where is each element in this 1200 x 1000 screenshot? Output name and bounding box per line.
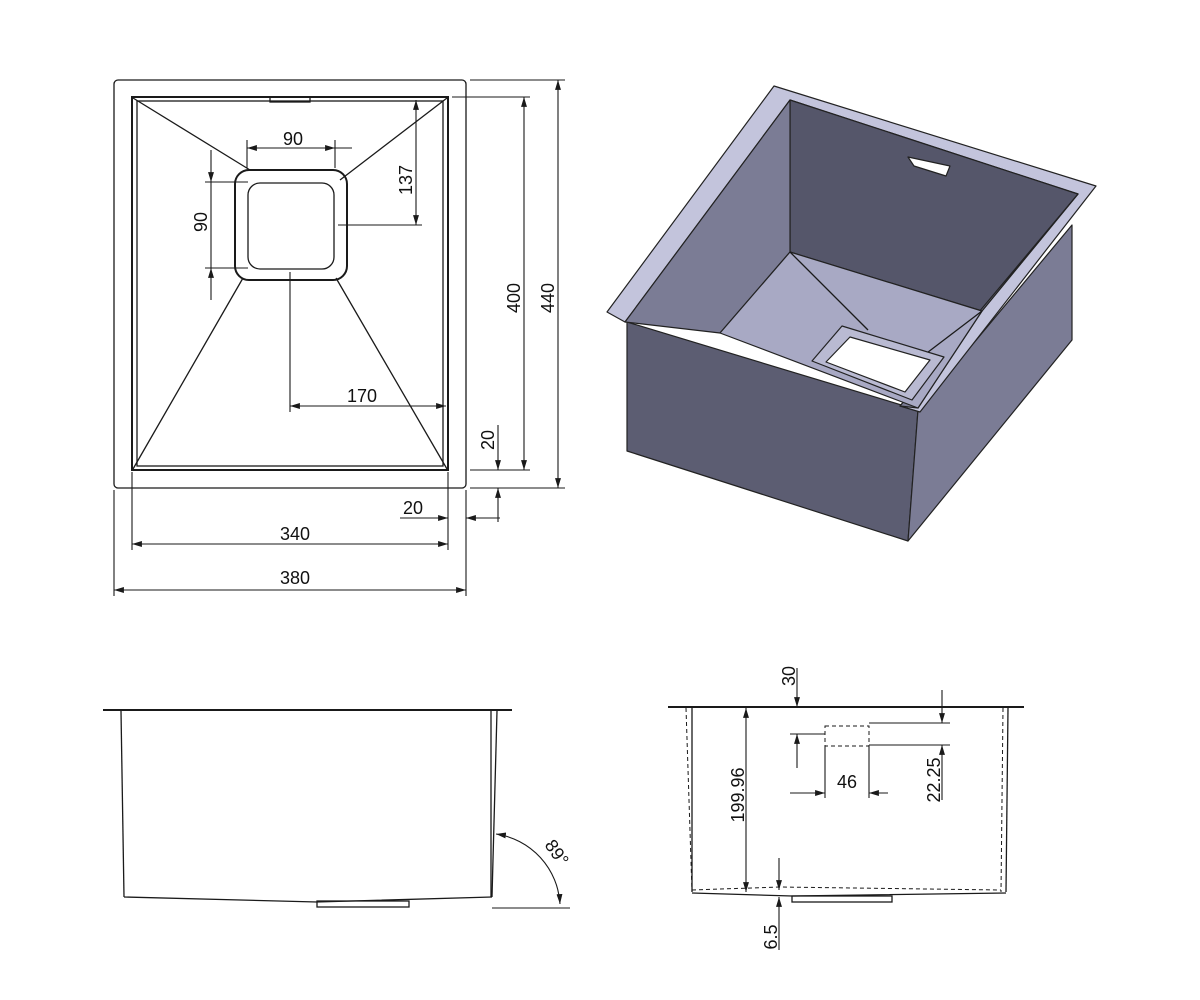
end-overflow-slot xyxy=(824,725,870,747)
iso-outer-right xyxy=(907,224,1073,542)
end-view: 199.96 30 46 22.25 6.5 xyxy=(668,666,1024,950)
isometric-view xyxy=(606,85,1097,542)
dim-bowl-length: 400 xyxy=(504,283,524,313)
slope-line-bl xyxy=(132,277,244,470)
iso-waste-inner xyxy=(825,336,931,393)
dim-overall-length: 440 xyxy=(538,283,558,313)
iso-overflow-slot xyxy=(907,156,951,177)
outer-flange-outline xyxy=(113,79,467,489)
dim-overflow-top: 30 xyxy=(779,666,799,686)
slope-line-tr xyxy=(339,97,448,181)
dim-flange-end: 20 xyxy=(478,430,498,450)
dim-bowl-width: 340 xyxy=(280,524,310,544)
dim-overflow-drop: 22.25 xyxy=(924,757,944,802)
top-view: 90 90 137 170 400 440 20 20 xyxy=(113,79,565,596)
waste-inner xyxy=(247,182,335,270)
slope-line-tl xyxy=(132,97,251,171)
bowl-inner-outline xyxy=(136,100,444,467)
dim-waste-width: 90 xyxy=(283,129,303,149)
slope-line-br xyxy=(335,277,448,470)
dim-waste-offset-top: 137 xyxy=(396,165,416,195)
dim-waste-offset-side: 170 xyxy=(347,386,377,406)
side-view: 89° xyxy=(103,709,573,909)
dim-waste-height: 90 xyxy=(191,212,211,232)
side-waste xyxy=(316,900,410,908)
dim-overall-width: 380 xyxy=(280,568,310,588)
dim-flange-side: 20 xyxy=(403,498,423,518)
dim-overflow-width: 46 xyxy=(837,772,857,792)
end-waste xyxy=(791,895,893,903)
dim-floor-fall: 6.5 xyxy=(761,924,781,949)
overflow-slot-top xyxy=(269,96,311,103)
dim-depth: 199.96 xyxy=(728,767,748,822)
